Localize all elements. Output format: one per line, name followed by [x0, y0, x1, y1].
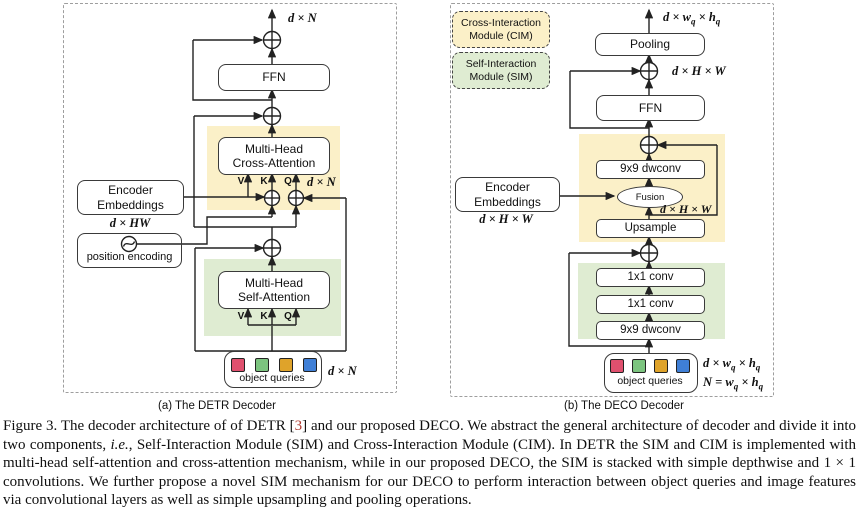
- deco-wires: [558, 8, 718, 353]
- deco-dwconv-bottom-box: 9x9 dwconv: [596, 321, 705, 340]
- query-square-green: [255, 358, 269, 372]
- deco-object-queries-label: object queries: [617, 375, 683, 387]
- detr-object-queries-label: object queries: [239, 372, 305, 384]
- detr-encoder-embeddings-box: Encoder Embeddings: [77, 180, 184, 215]
- detr-cross-v-label: V: [237, 176, 245, 187]
- detr-ffn-box: FFN: [218, 64, 330, 91]
- detr-encoder-dim: d × HW: [109, 216, 151, 230]
- detr-self-attention-box: Multi-Head Self-Attention: [218, 271, 330, 309]
- detr-add-nodes: [262, 30, 305, 258]
- query-square-green: [632, 359, 646, 373]
- deco-panel-caption: (b) The DECO Decoder: [564, 400, 684, 412]
- deco-queries-dim2: N = wq × hq: [703, 375, 764, 392]
- query-square-red: [610, 359, 624, 373]
- detr-q-input-dim: d × N: [307, 175, 336, 189]
- detr-panel-caption: (a) The DETR Decoder: [157, 400, 277, 412]
- deco-panel-border: [450, 3, 774, 397]
- query-square-orange: [654, 359, 668, 373]
- deco-fusion-input-dim: d × H × W: [660, 202, 712, 216]
- deco-conv1-box: 1x1 conv: [596, 268, 705, 287]
- deco-upsample-box: Upsample: [596, 219, 705, 238]
- detr-wires: [120, 8, 347, 352]
- deco-add-nodes: [639, 61, 659, 263]
- detr-queries-dim: d × N: [328, 364, 357, 378]
- detr-cross-attention-box: Multi-Head Cross-Attention: [218, 137, 330, 175]
- deco-queries-dim1: d × wq × hq: [703, 356, 761, 373]
- deco-conv2-box: 1x1 conv: [596, 295, 705, 314]
- deco-encoder-dim: d × H × W: [479, 212, 533, 226]
- detr-panel-border: [63, 3, 397, 393]
- deco-dwconv-top-box: 9x9 dwconv: [596, 160, 705, 179]
- detr-position-encoding-box: position encoding: [77, 233, 182, 268]
- detr-cross-q-label: Q: [284, 176, 292, 187]
- figure-caption: Figure 3. The decoder architecture of of…: [3, 418, 856, 509]
- deco-encoder-embeddings-box: Encoder Embeddings: [455, 177, 560, 212]
- detr-cross-k-label: K: [260, 176, 268, 187]
- detr-self-q-label: Q: [284, 311, 292, 322]
- query-square-blue: [303, 358, 317, 372]
- deco-pooling-box: Pooling: [595, 33, 705, 56]
- deco-ffn-box: FFN: [596, 95, 705, 121]
- sim-legend: Self-Interaction Module (SIM): [452, 52, 550, 89]
- detr-output-dim: d × N: [288, 11, 317, 25]
- cim-legend: Cross-Interaction Module (CIM): [452, 11, 550, 48]
- detr-self-k-label: K: [260, 311, 268, 322]
- query-square-orange: [279, 358, 293, 372]
- deco-ffn-add-dim: d × H × W: [672, 64, 726, 78]
- query-square-red: [231, 358, 245, 372]
- deco-output-dim: d × wq × hq: [663, 10, 721, 27]
- detr-self-v-label: V: [237, 311, 245, 322]
- sine-icon: [120, 235, 138, 253]
- query-square-blue: [676, 359, 690, 373]
